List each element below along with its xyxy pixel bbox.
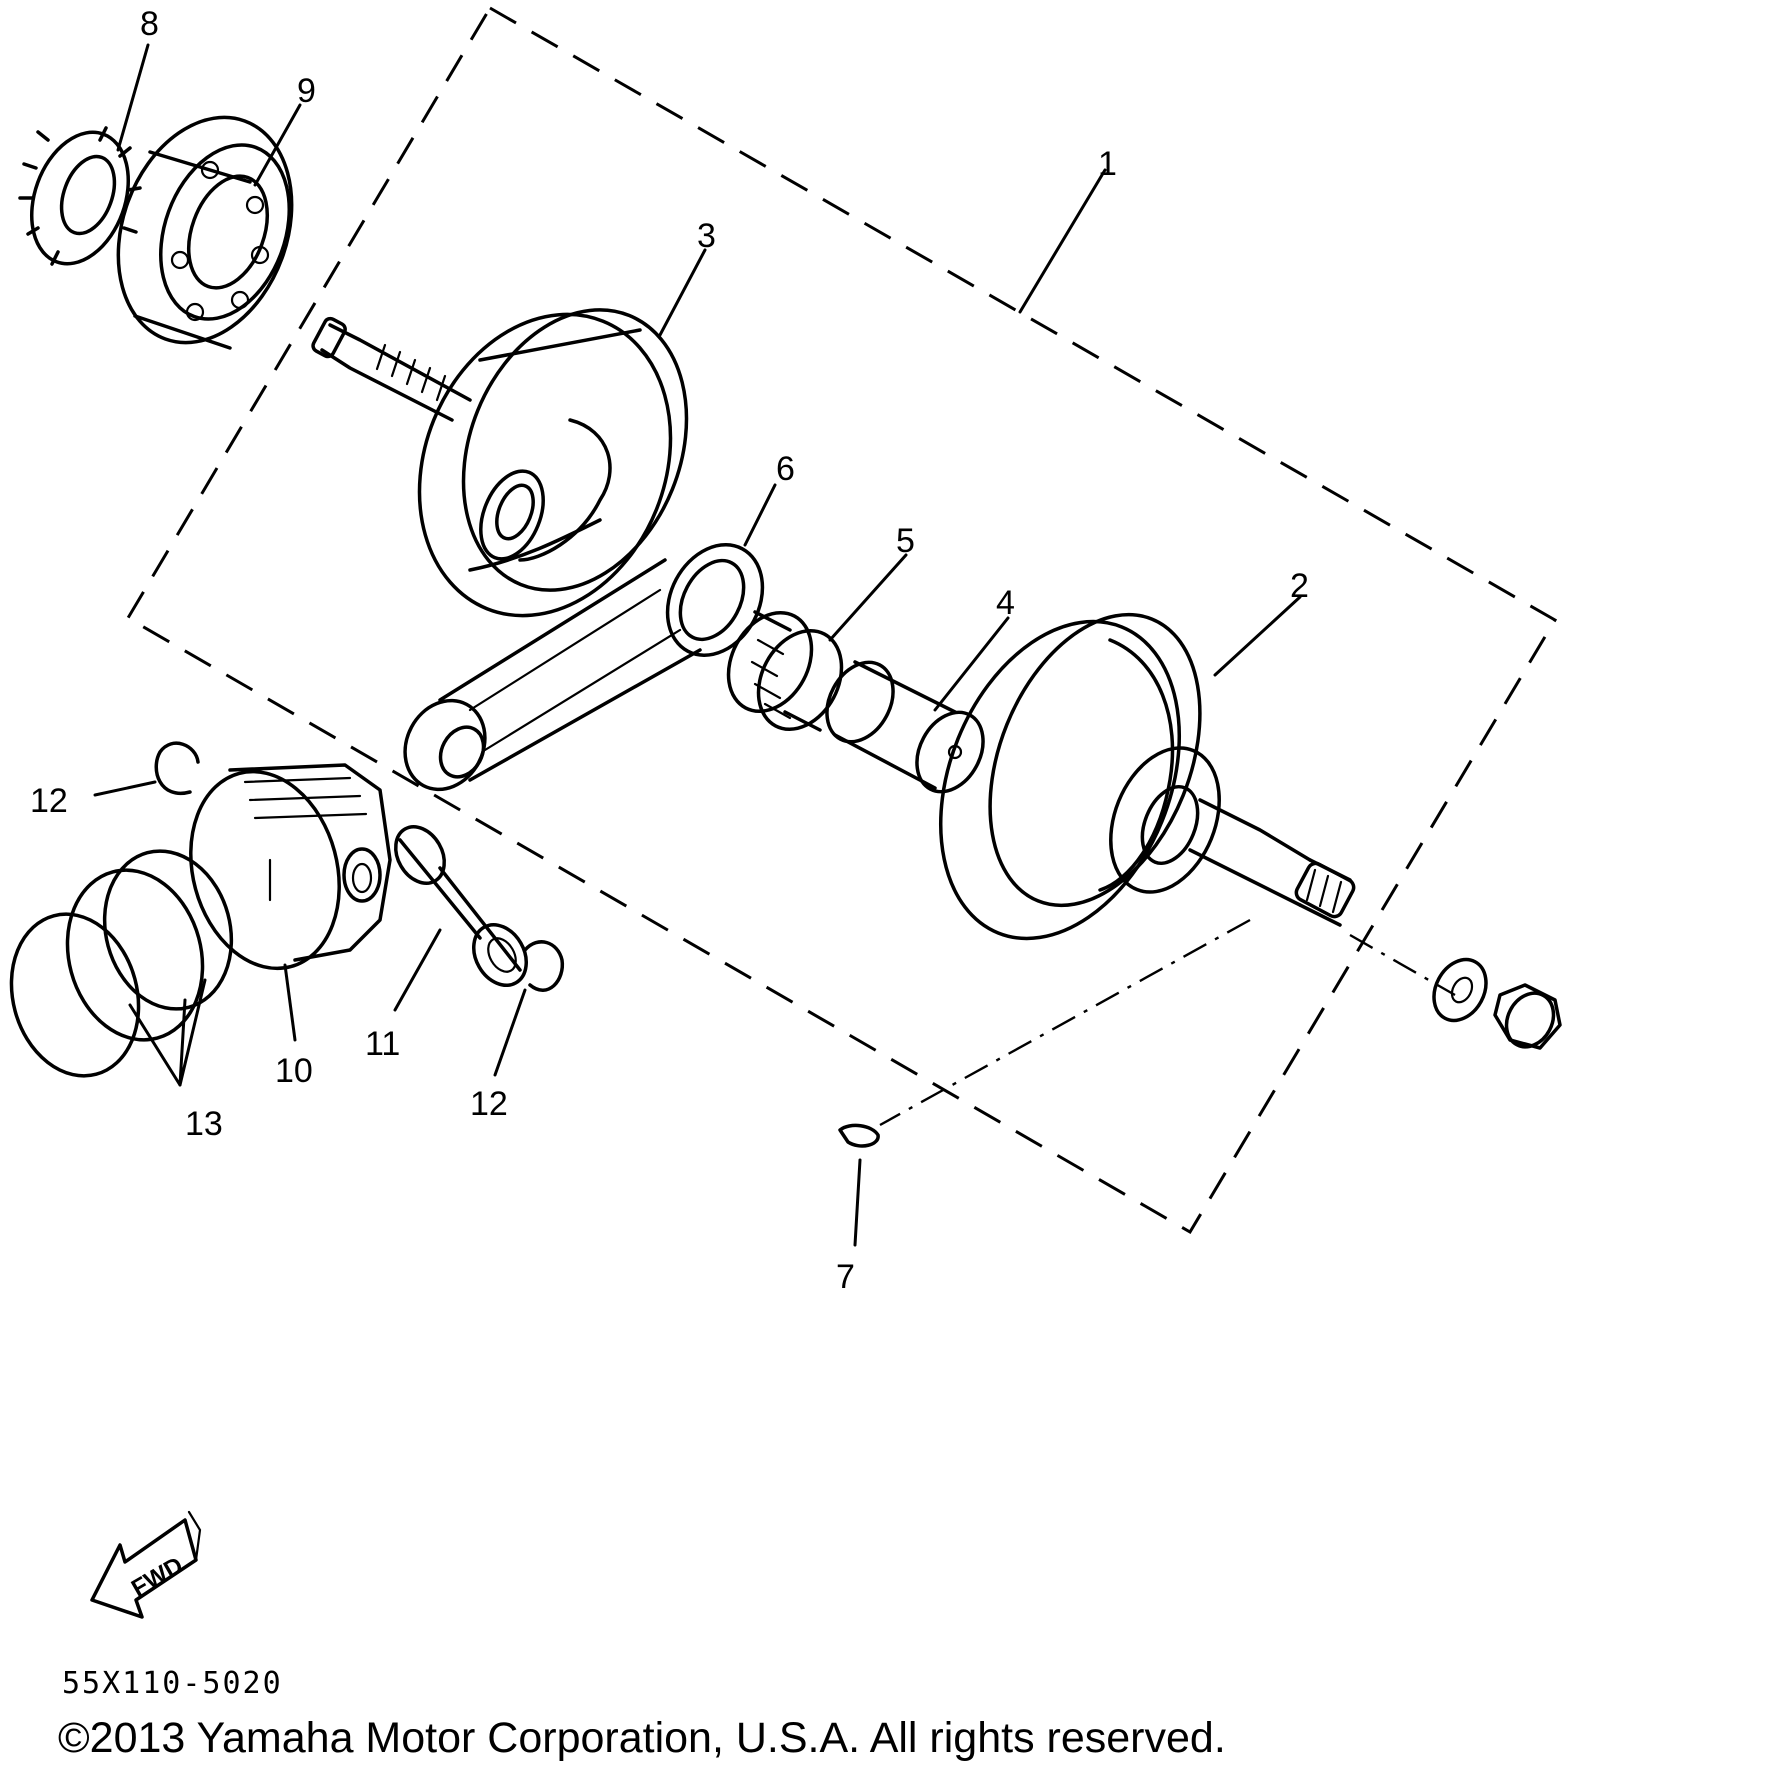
part-9-bearing [116,115,294,350]
part-13-piston-rings [9,849,234,1087]
part-5-needle-bearing [726,610,844,732]
assembly-boundary [125,5,1558,1235]
callout-5: 5 [896,522,915,560]
callout-11: 11 [365,1025,400,1063]
callout-6: 6 [776,450,795,488]
axis-line [1349,933,1456,997]
callout-1: 1 [1098,145,1117,183]
callout-13: 13 [185,1105,223,1143]
callout-2: 2 [1290,567,1309,605]
part-12-circlip-bottom [523,940,565,992]
part-2-right-crank [938,612,1356,941]
part-6-connecting-rod [403,543,765,792]
callout-7: 7 [836,1258,855,1296]
callout-8: 8 [140,5,159,43]
part-12-circlip-top [154,741,200,796]
part-8-sprocket [18,126,142,266]
fwd-label: FWD [127,1552,188,1603]
washer-and-nut [1432,957,1562,1050]
callout-12-top: 12 [30,782,68,820]
callout-9: 9 [297,72,316,110]
callout-10: 10 [275,1052,313,1090]
callout-3: 3 [697,217,716,255]
callout-4: 4 [996,584,1015,622]
fwd-arrow: FWD [90,1510,202,1619]
leader-lines [93,43,1302,1247]
part-7-woodruff-key [838,918,1251,1148]
part-11-piston-pin [394,825,528,987]
diagram-code: 55X110-5020 [62,1666,283,1701]
callout-12-bottom: 12 [470,1085,508,1123]
part-3-left-crank [311,308,689,618]
part-10-piston [189,763,392,971]
copyright-notice: ©2013 Yamaha Motor Corporation, U.S.A. A… [58,1714,1226,1762]
